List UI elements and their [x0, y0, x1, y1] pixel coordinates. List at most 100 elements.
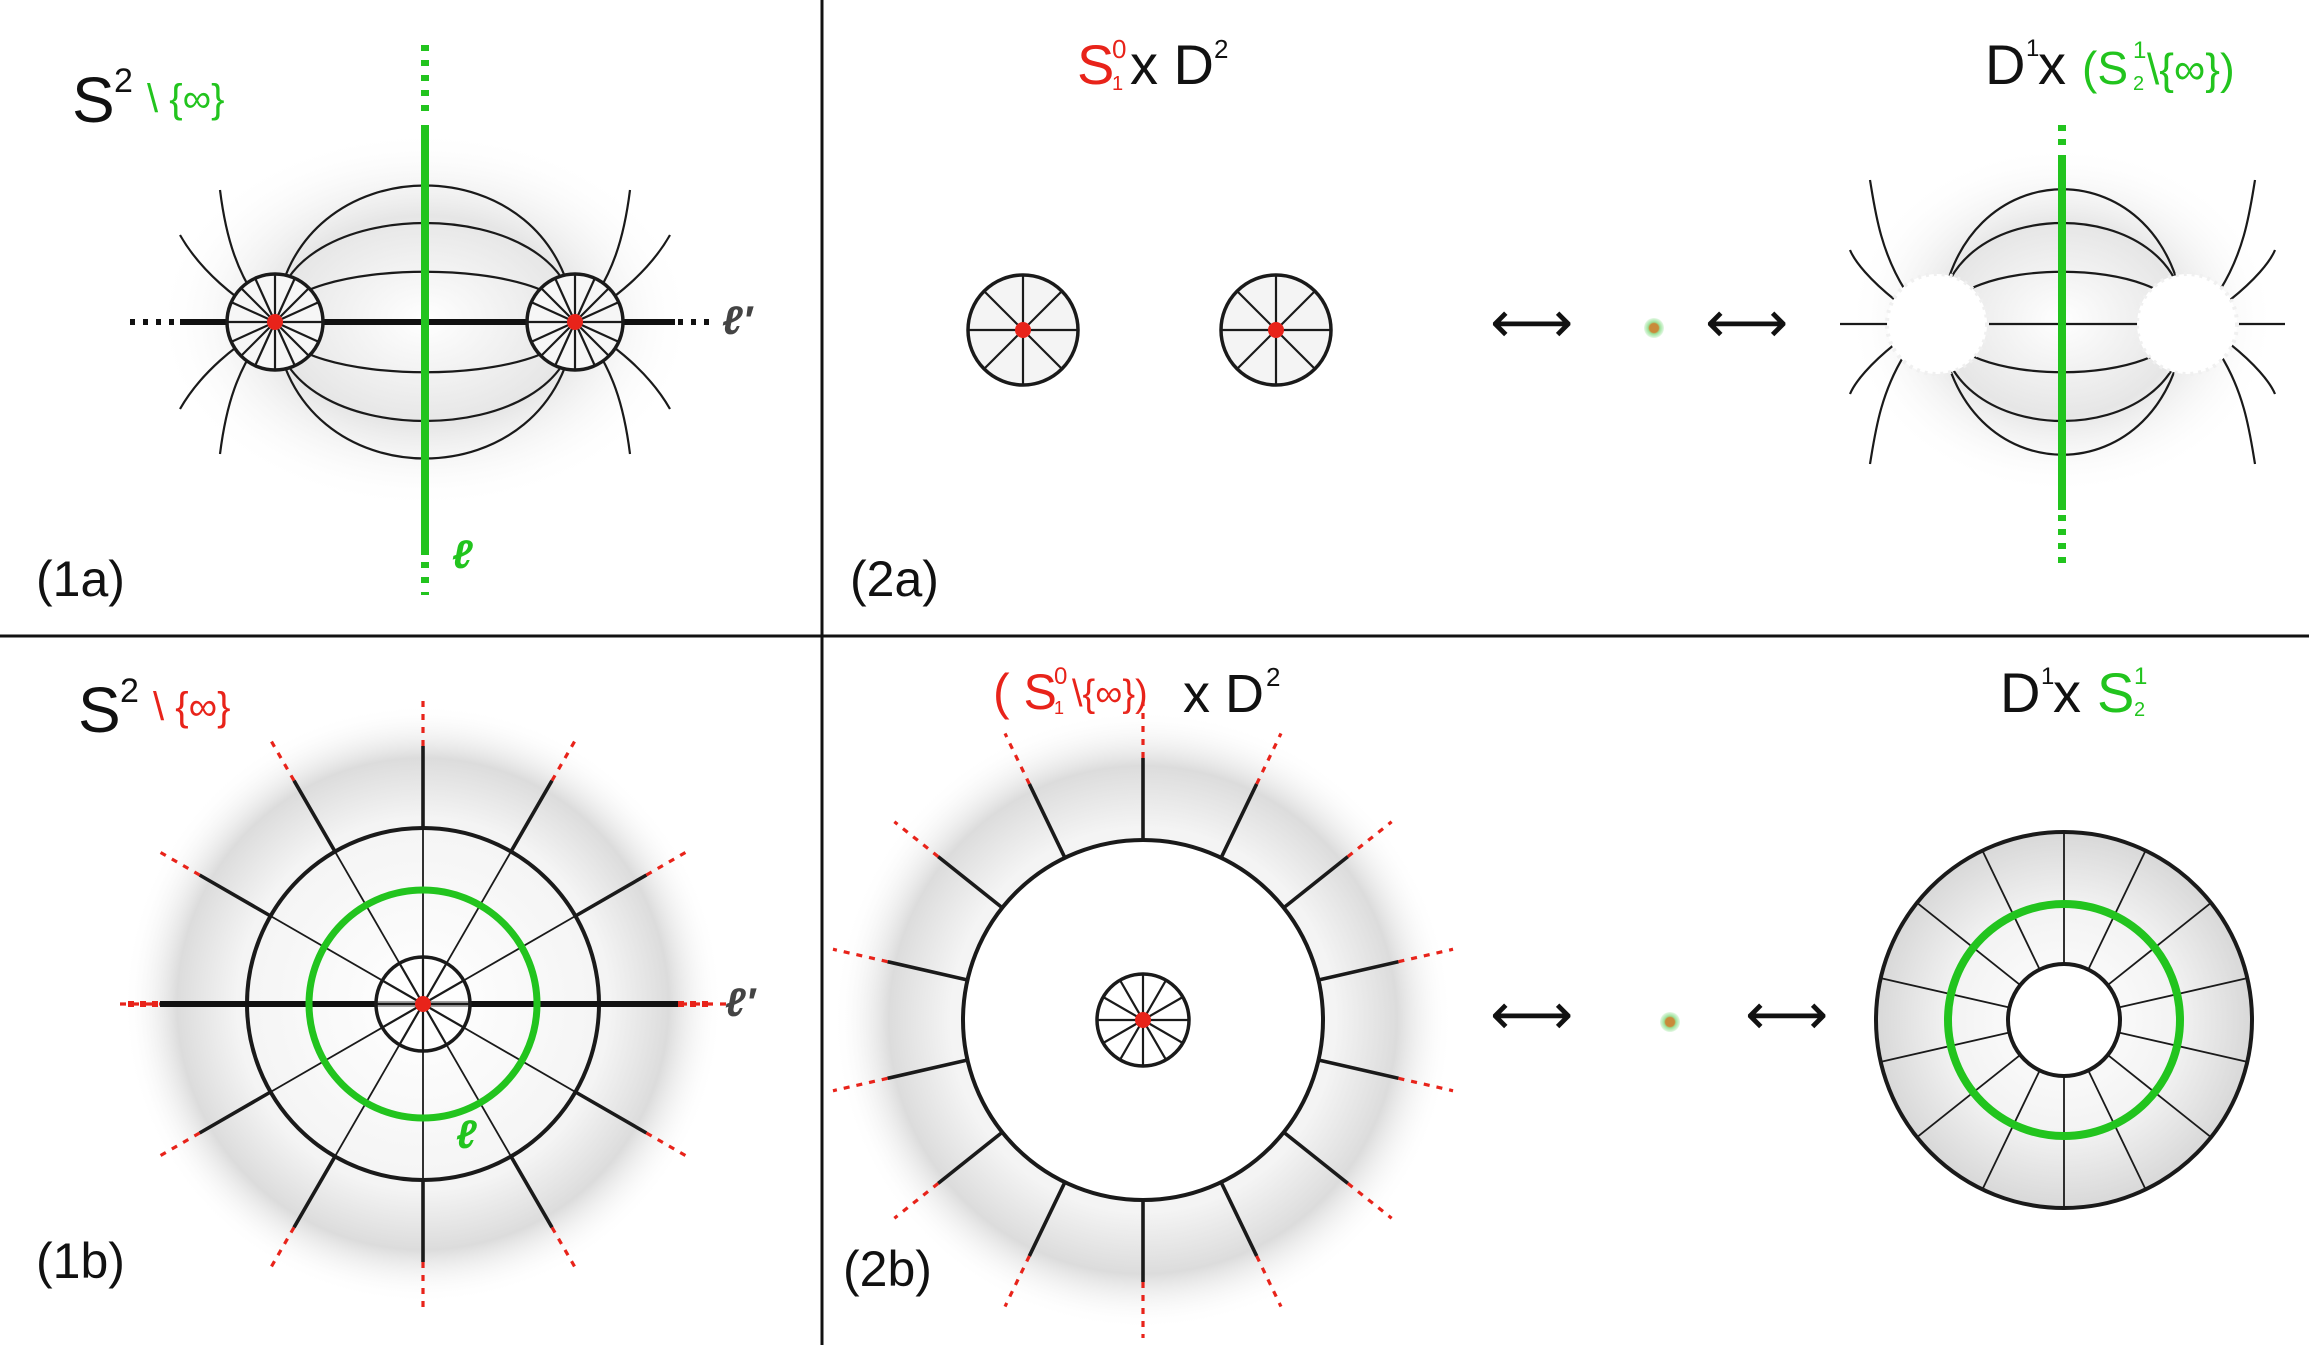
- d1-symbol: D: [2000, 661, 2040, 724]
- times-d2: x D: [1130, 33, 1214, 96]
- spokes-outer: [832, 702, 1454, 1338]
- spoke: [1916, 1054, 2021, 1138]
- dashed-spoke: [158, 850, 201, 877]
- annulus-hole: [2006, 962, 2122, 1078]
- spoke: [2087, 1070, 2147, 1190]
- spoke: [1880, 977, 2010, 1009]
- s1-removed: \{∞}): [2147, 45, 2235, 94]
- annulus-spokes: [1880, 832, 2248, 1208]
- panel-label-1b: (1b): [36, 1233, 125, 1289]
- dashed-spoke: [1255, 732, 1283, 785]
- dashed-spoke: [269, 1226, 296, 1269]
- disc-right: [1219, 273, 1333, 387]
- dashed-spoke: [1398, 947, 1454, 964]
- s1-superscript: 1: [2134, 663, 2147, 690]
- red-point: [267, 314, 283, 330]
- spoke: [1282, 855, 1349, 910]
- spoke: [887, 1058, 968, 1081]
- dashed-spoke: [158, 1131, 201, 1158]
- spoke: [509, 1155, 554, 1229]
- small-disc-right: [525, 272, 625, 372]
- dashed-spoke: [1346, 820, 1393, 858]
- dashed-spoke: [1003, 732, 1031, 785]
- s0-open: ( S: [993, 664, 1057, 720]
- point-dot: [1644, 318, 1664, 338]
- green-circle: [1944, 900, 2184, 1140]
- s1-subscript: 2: [2133, 73, 2144, 95]
- dashed-spoke: [1398, 1076, 1454, 1093]
- s1-symbol: S: [2097, 661, 2134, 724]
- red-point: [1015, 322, 1031, 338]
- space-exponent: 2: [120, 672, 139, 710]
- s0-removed: \{∞}): [1072, 673, 1148, 715]
- red-point: [1135, 1012, 1151, 1028]
- dashed-spoke: [550, 739, 577, 782]
- spoke: [1318, 1058, 1399, 1081]
- s1-subscript: 2: [2134, 699, 2145, 721]
- removed-point-label: \ {∞}: [147, 77, 224, 121]
- line-l-label: ℓ: [456, 1113, 477, 1157]
- spoke: [1981, 850, 2041, 970]
- spoke: [2087, 850, 2147, 970]
- s0-subscript: 1: [1054, 698, 1064, 718]
- space-symbol: S: [72, 64, 115, 136]
- s0-superscript: 0: [1112, 34, 1126, 64]
- d2-exponent: 2: [1266, 662, 1280, 692]
- red-point: [415, 996, 431, 1012]
- spoke: [937, 855, 1004, 910]
- arrow-right: ⟷: [1745, 982, 1828, 1047]
- spoke: [1916, 902, 2021, 986]
- panel-label-2b: (2b): [843, 1241, 932, 1297]
- space-symbol: S: [78, 674, 121, 746]
- green-circle-l: [305, 886, 541, 1122]
- spoke: [1027, 783, 1067, 859]
- removed-point-label: \ {∞}: [153, 685, 230, 729]
- removed-holes: [1885, 272, 2239, 376]
- s1-superscript: 1: [2133, 37, 2146, 64]
- s1-open: (S: [2082, 42, 2128, 94]
- times-symbol: x: [2038, 33, 2066, 96]
- arrow-right: ⟷: [1705, 290, 1788, 355]
- spoke: [509, 779, 554, 853]
- spokes-outer: [118, 699, 728, 1309]
- dashed-spoke: [645, 1131, 688, 1158]
- spoke: [1318, 959, 1399, 982]
- spoke: [1219, 783, 1259, 859]
- dashed-spoke: [893, 1182, 940, 1220]
- panel-2a: S 0 1 x D 2 D 1 x (S 1 2 \{∞}): [850, 33, 2285, 607]
- spoke: [937, 1130, 1004, 1185]
- arrow-left: ⟷: [1490, 982, 1573, 1047]
- space-exponent: 2: [114, 62, 133, 100]
- small-disc-left: [225, 272, 325, 372]
- spoke: [198, 1090, 272, 1135]
- line-l-label: ℓ: [452, 533, 473, 577]
- dashed-spoke: [1003, 1255, 1031, 1308]
- panel-1b: S 2 \ {∞} ℓ′ ℓ (1b): [36, 672, 758, 1309]
- spoke: [1880, 1031, 2010, 1063]
- panel-1a: S 2 \ {∞} ℓ′ ℓ (1a): [36, 45, 755, 607]
- spoke: [1981, 1070, 2041, 1190]
- spoke: [2107, 1054, 2212, 1138]
- arrow-left: ⟷: [1490, 290, 1573, 355]
- dashed-spoke: [832, 1076, 888, 1093]
- spoke: [1219, 1181, 1259, 1257]
- disc-left: [966, 273, 1080, 387]
- times-d2: x D: [1183, 664, 1264, 724]
- dashed-spoke: [1255, 1255, 1283, 1308]
- dashed-spoke: [893, 820, 940, 858]
- panel-label-1a: (1a): [36, 551, 125, 607]
- line-lprime-label: ℓ′: [722, 299, 755, 343]
- red-point: [1268, 322, 1284, 338]
- spoke: [292, 1155, 337, 1229]
- spoke: [2118, 1031, 2248, 1063]
- spoke: [574, 1090, 648, 1135]
- spoke: [198, 873, 272, 918]
- spoke: [574, 873, 648, 918]
- dashed-spoke: [269, 739, 296, 782]
- spoke: [1027, 1181, 1067, 1257]
- dashed-spoke: [832, 947, 888, 964]
- d2-exponent: 2: [1214, 34, 1228, 64]
- dashed-spoke: [550, 1226, 577, 1269]
